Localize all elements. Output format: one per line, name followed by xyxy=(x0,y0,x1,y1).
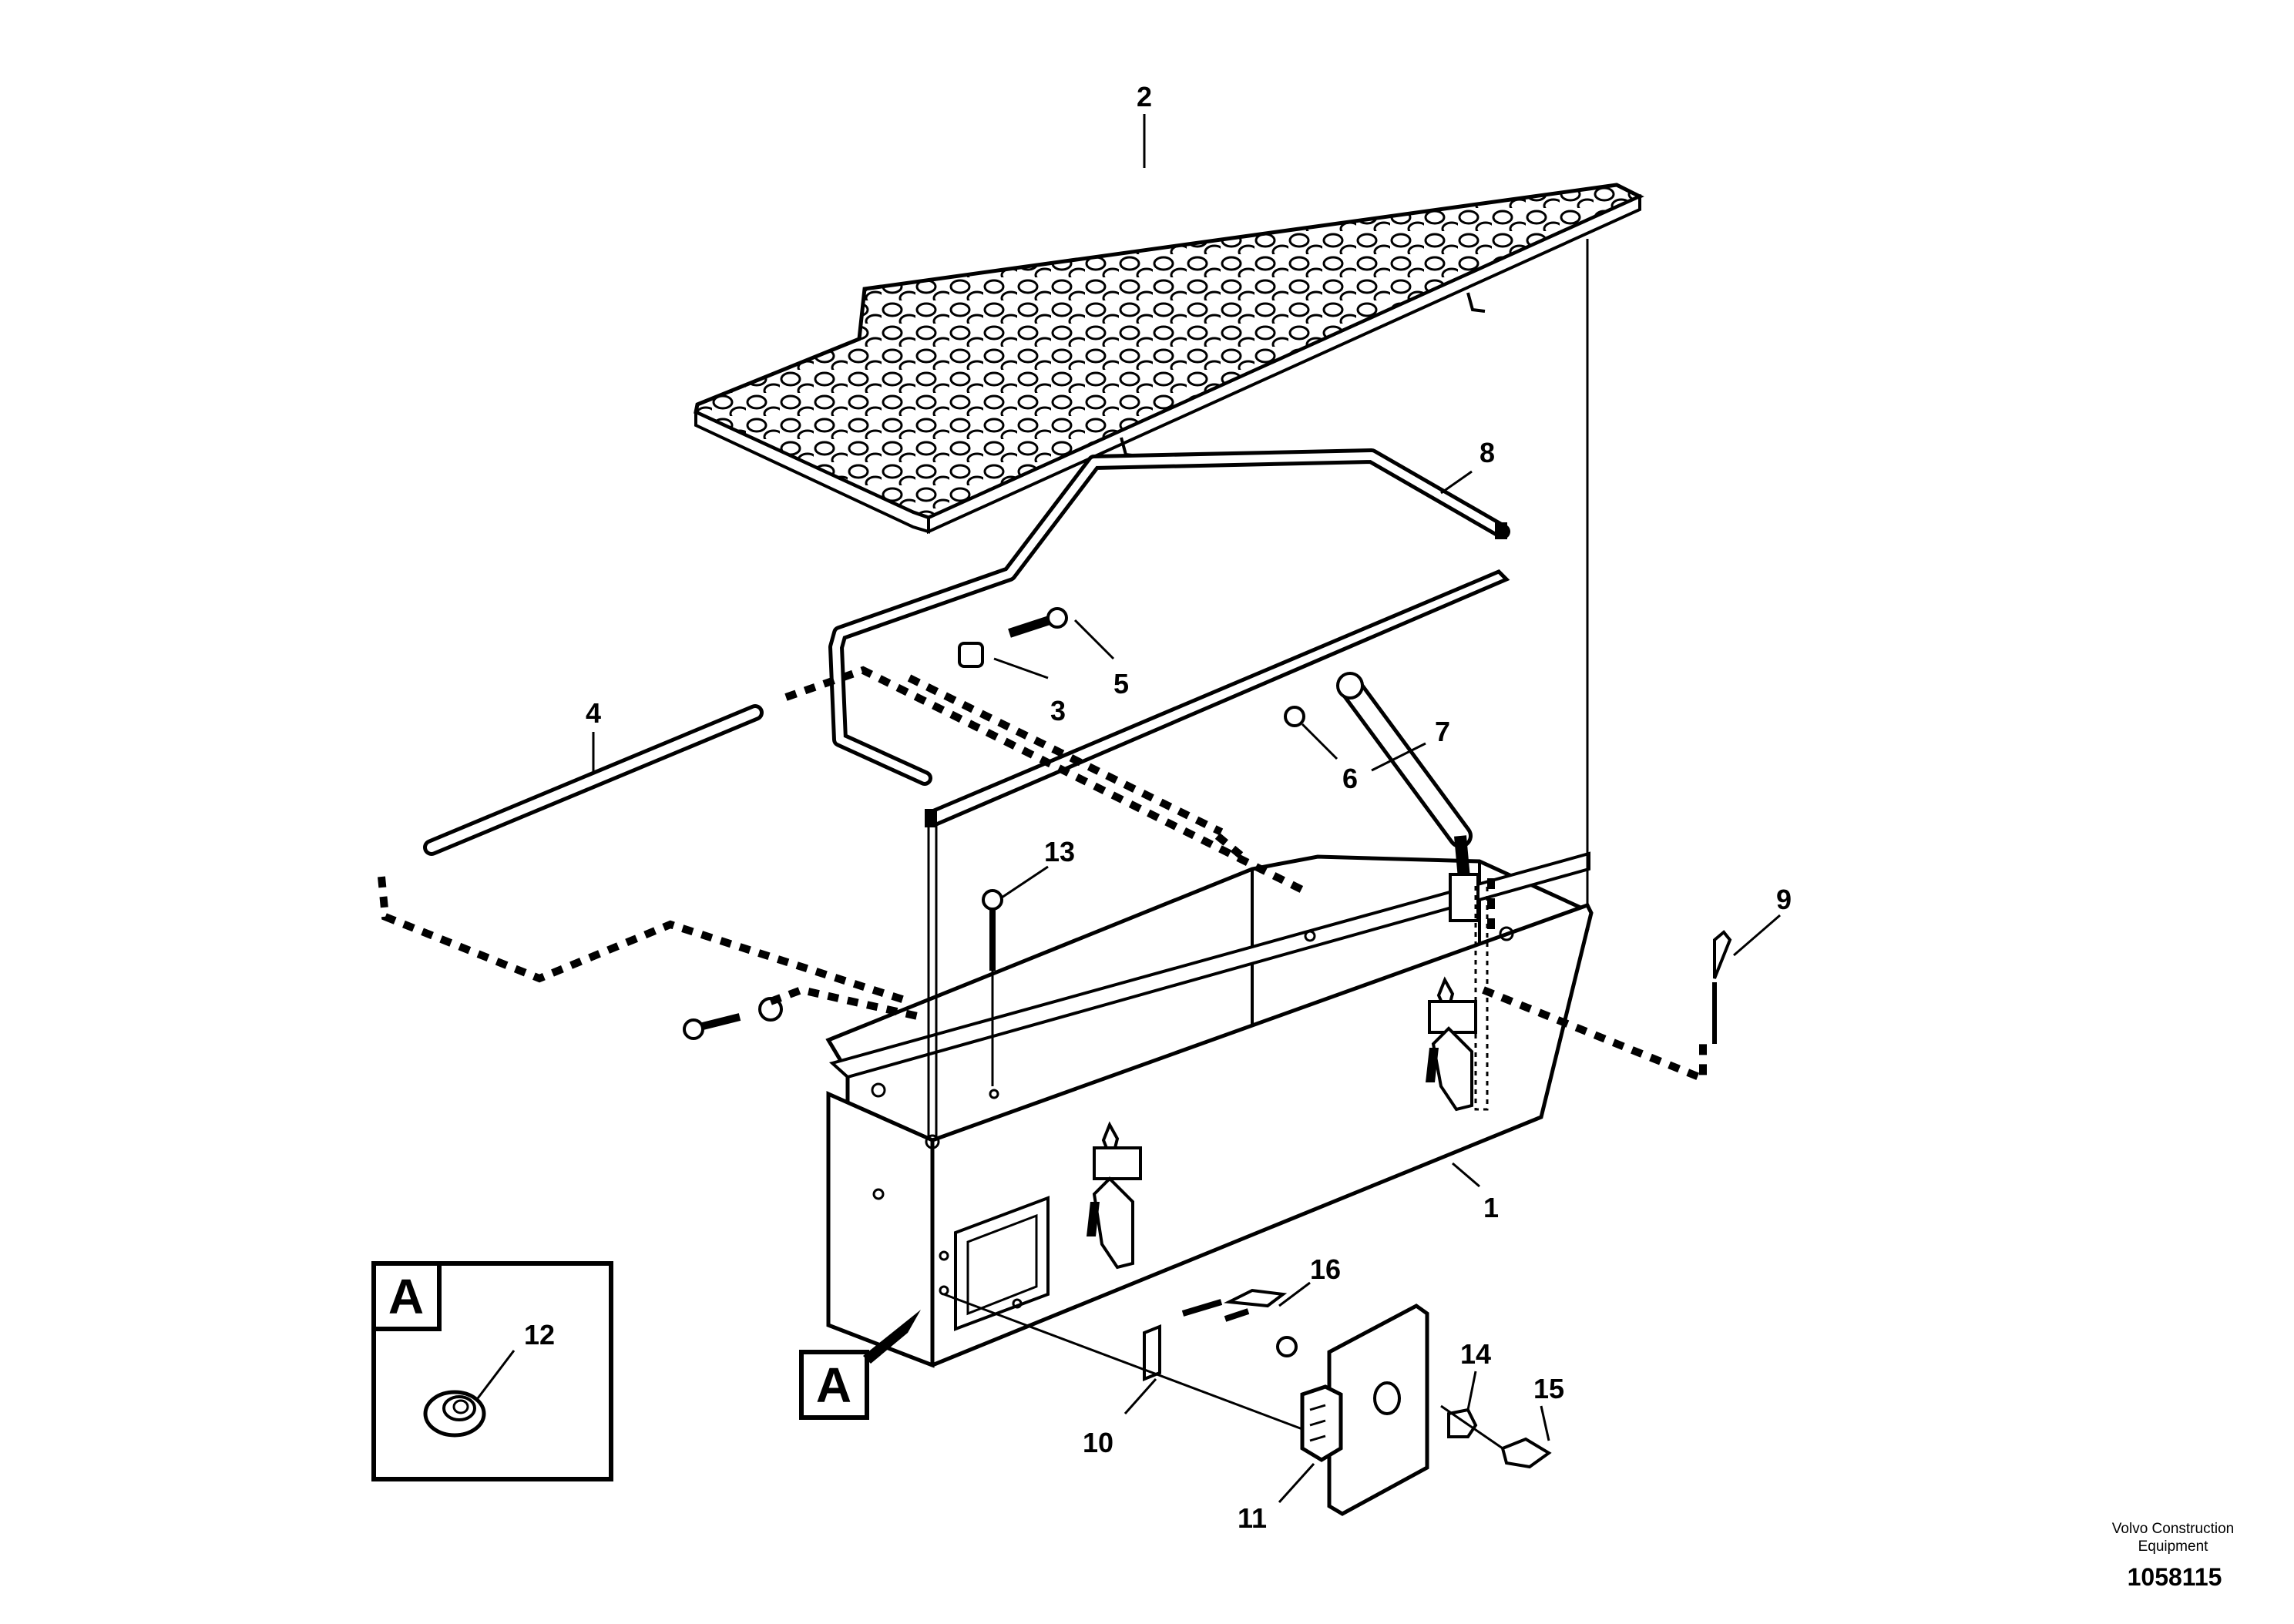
leader-lines xyxy=(592,114,1781,1504)
publisher-block: Volvo Construction Equipment 1058115 xyxy=(2112,1521,2234,1591)
box-latch-right xyxy=(1426,976,1477,1112)
bolt-5 xyxy=(1008,607,1068,638)
box-latch-left xyxy=(1087,1121,1142,1270)
callout-labels: 2 8 5 3 4 7 6 13 9 1 16 14 15 10 11 12 xyxy=(524,81,1792,1534)
guide-lines xyxy=(927,239,1589,1450)
callout-14: 14 xyxy=(1460,1338,1491,1370)
callout-7: 7 xyxy=(1435,716,1450,747)
callout-6: 6 xyxy=(1342,763,1358,794)
callout-2: 2 xyxy=(1137,81,1152,112)
bolt-13 xyxy=(982,889,1003,971)
detail-marker-letter: A xyxy=(816,1357,851,1413)
assembly-paths xyxy=(378,666,1707,1085)
detail-box-letter: A xyxy=(388,1269,424,1324)
callout-16: 16 xyxy=(1310,1253,1341,1285)
bolt-washer-left xyxy=(683,997,783,1040)
flange-nut-12 xyxy=(423,1390,486,1438)
callout-11: 11 xyxy=(1238,1502,1267,1534)
callout-5: 5 xyxy=(1113,668,1129,700)
callout-10: 10 xyxy=(1083,1427,1113,1458)
callout-15: 15 xyxy=(1533,1373,1564,1404)
callout-13: 13 xyxy=(1044,836,1075,867)
publisher-line-2: Equipment xyxy=(2138,1538,2209,1555)
figure-number: 1058115 xyxy=(2128,1563,2222,1591)
callout-3: 3 xyxy=(1050,695,1066,726)
gas-strut xyxy=(1336,672,1480,922)
pin-9 xyxy=(1712,930,1732,1044)
callout-1: 1 xyxy=(1483,1192,1499,1223)
lock-assembly xyxy=(1143,1288,1552,1516)
spacer-3 xyxy=(958,642,984,668)
detail-box-a: A xyxy=(371,1261,613,1481)
publisher-line-1: Volvo Construction xyxy=(2112,1521,2234,1537)
detail-marker-a: A xyxy=(799,1310,921,1420)
handrail xyxy=(828,448,1510,786)
callout-9: 9 xyxy=(1776,884,1792,915)
pin-rod xyxy=(423,704,764,856)
tool-box xyxy=(825,851,1594,1368)
callout-12: 12 xyxy=(524,1319,555,1351)
nut-6 xyxy=(1284,706,1305,727)
step-grating xyxy=(694,183,1644,535)
callout-4: 4 xyxy=(586,697,601,729)
callout-8: 8 xyxy=(1480,437,1495,468)
